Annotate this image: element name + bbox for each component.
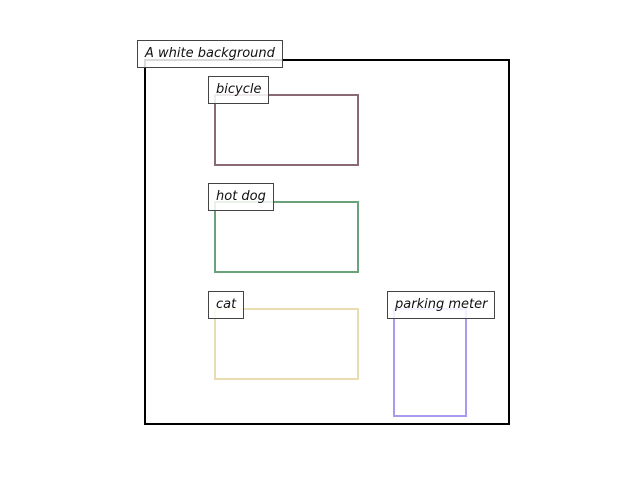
hot-dog-label: hot dog bbox=[208, 183, 274, 211]
parking-meter-label: parking meter bbox=[387, 291, 496, 319]
parking-meter-bounding-box bbox=[393, 308, 467, 417]
bicycle-bounding-box bbox=[214, 94, 359, 166]
scene-frame bbox=[144, 59, 510, 425]
hot-dog-bounding-box bbox=[214, 201, 359, 273]
cat-bounding-box bbox=[214, 308, 359, 380]
bicycle-label: bicycle bbox=[208, 76, 270, 104]
scene-caption-label: A white background bbox=[137, 40, 283, 68]
cat-label: cat bbox=[208, 291, 245, 319]
